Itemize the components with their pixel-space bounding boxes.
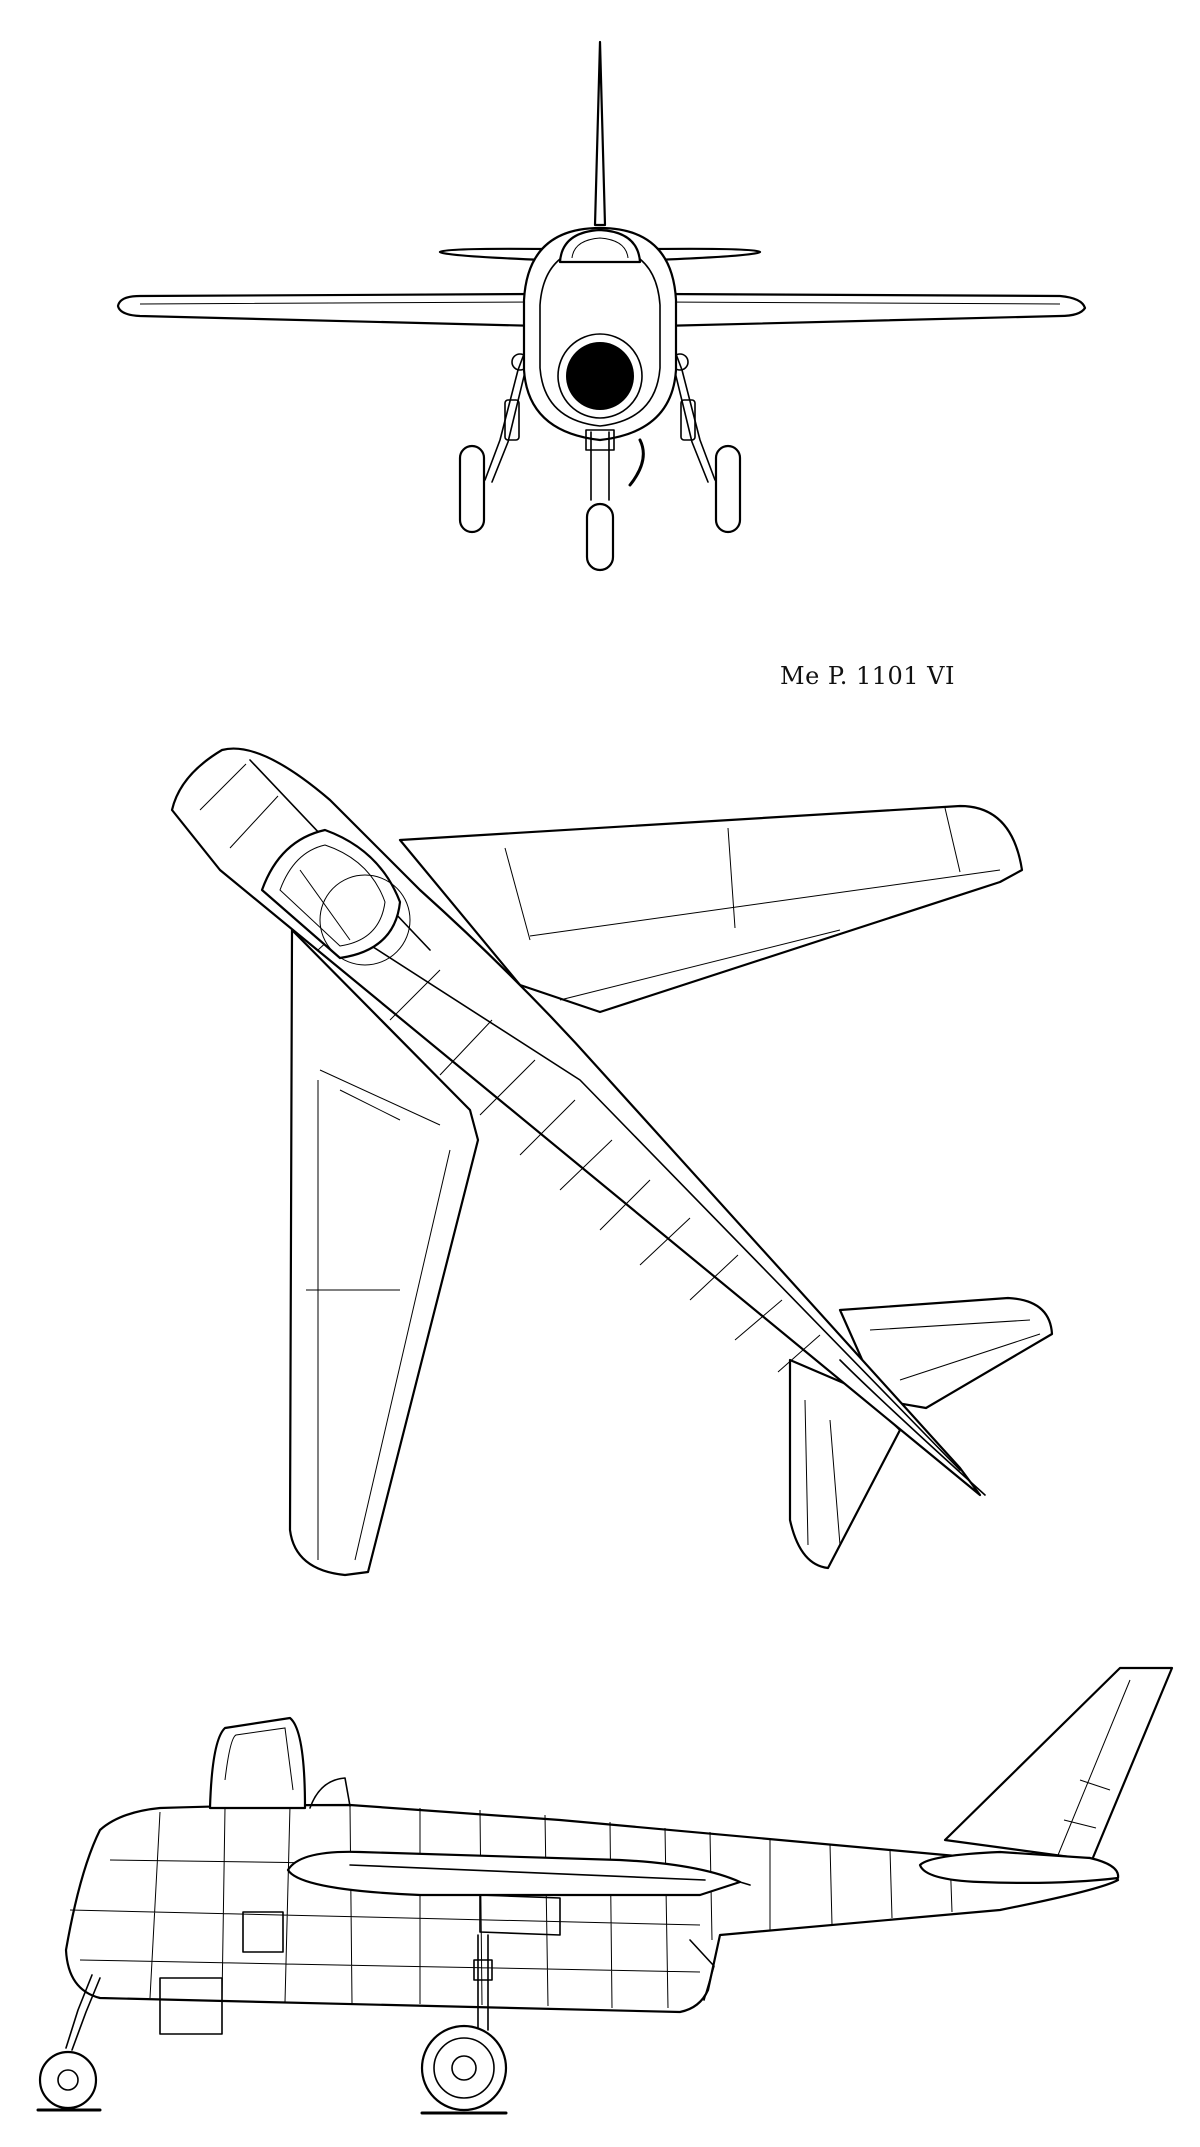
top-left-wing bbox=[288, 928, 480, 1577]
side-wing-fairing bbox=[286, 1850, 742, 1897]
front-canopy bbox=[558, 228, 642, 264]
side-vertical-fin bbox=[943, 1666, 1174, 1862]
top-left-tailplane bbox=[788, 1358, 902, 1570]
engine-intake bbox=[566, 342, 634, 410]
side-view bbox=[36, 1666, 1174, 2115]
aircraft-designation: Me P. 1101 VI bbox=[780, 662, 955, 690]
top-right-tailplane bbox=[838, 1296, 1054, 1410]
front-view bbox=[116, 40, 1087, 572]
front-left-landing-gear bbox=[458, 329, 541, 534]
side-nose-landing-gear bbox=[36, 1974, 102, 2112]
side-intake-box bbox=[159, 1977, 223, 2035]
front-nose-landing-gear bbox=[585, 429, 645, 572]
side-main-landing-gear bbox=[420, 1934, 508, 2115]
front-vertical-fin bbox=[593, 40, 607, 227]
top-view bbox=[170, 747, 1054, 1577]
side-tailplane-fairing bbox=[918, 1850, 1120, 1884]
top-right-wing bbox=[398, 804, 1024, 1014]
side-canopy bbox=[208, 1716, 307, 1810]
